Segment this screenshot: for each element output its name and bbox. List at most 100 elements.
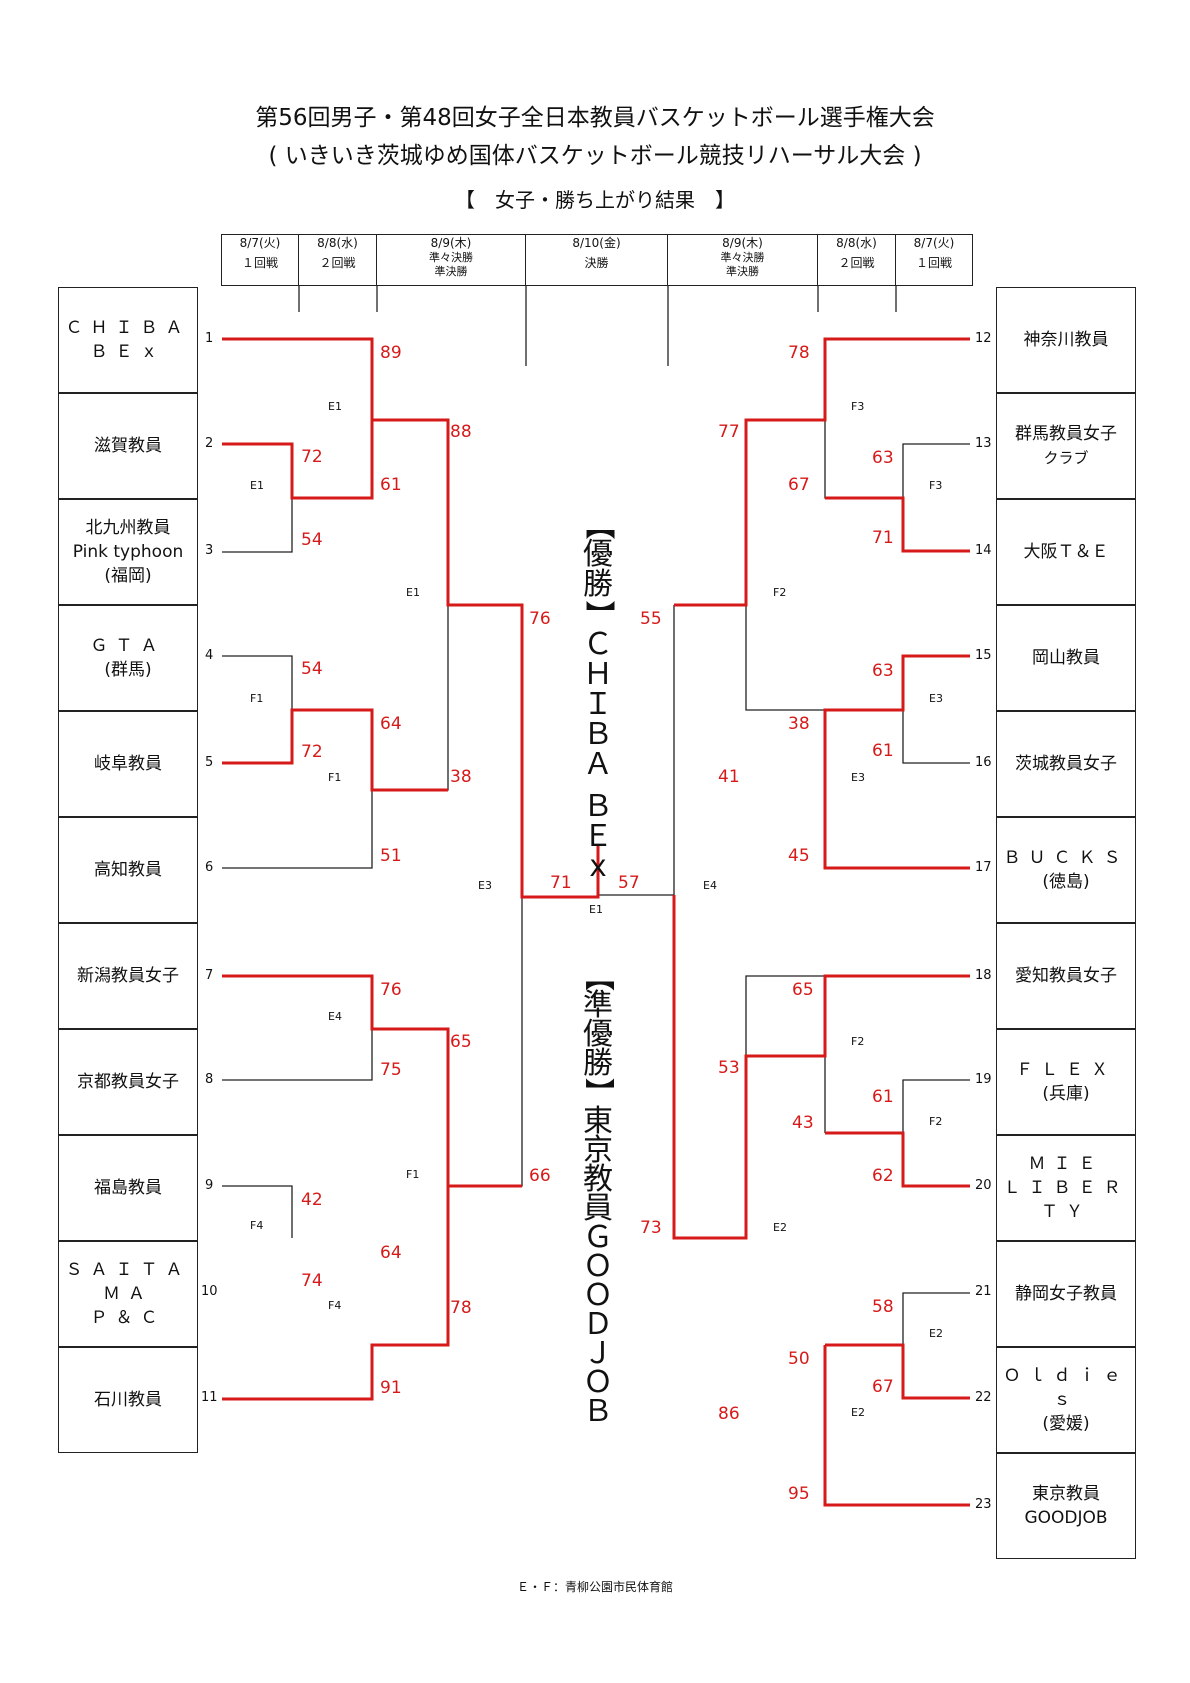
seed-number: 8: [205, 1072, 214, 1087]
seed-number: 6: [205, 860, 214, 875]
score: 54: [301, 530, 323, 550]
score: 61: [872, 1087, 894, 1107]
vertical-char: Ｈ: [583, 657, 613, 692]
seed-number: 5: [205, 755, 214, 770]
vertical-char: Ｄ: [583, 1307, 613, 1342]
score: 91: [380, 1378, 402, 1398]
score: 58: [872, 1297, 894, 1317]
vertical-char: Ｏ: [583, 1278, 613, 1313]
score: 66: [529, 1166, 551, 1186]
vertical-char: 優: [583, 537, 613, 572]
score: 65: [450, 1032, 472, 1052]
seed-number: 11: [201, 1390, 218, 1405]
seed-number: 4: [205, 648, 214, 663]
score: 41: [718, 767, 740, 787]
score: 61: [872, 741, 894, 761]
score: 71: [872, 528, 894, 548]
court-label: E1: [328, 400, 342, 413]
seed-number: 2: [205, 436, 214, 451]
vertical-char: Ｅ: [583, 819, 613, 854]
vertical-char: Ｉ: [583, 687, 613, 722]
vertical-char: 【: [581, 510, 616, 540]
score: 54: [301, 659, 323, 679]
seed-number: 1: [205, 331, 214, 346]
score: 38: [788, 714, 810, 734]
team-box-7: 新潟教員女子: [58, 923, 198, 1029]
team-box-13: 群馬教員女子クラブ: [996, 393, 1136, 499]
seed-number: 10: [201, 1284, 218, 1299]
team-box-16: 茨城教員女子: [996, 711, 1136, 817]
team-box-4: ＧＴＡ(群馬): [58, 605, 198, 711]
seed-number: 14: [975, 543, 992, 558]
score: 65: [792, 980, 814, 1000]
vertical-char: 】: [581, 600, 616, 630]
seed-number: 17: [975, 860, 992, 875]
score: 86: [718, 1404, 740, 1424]
seed-number: 22: [975, 1390, 992, 1405]
score: 77: [718, 422, 740, 442]
court-label: F1: [328, 771, 342, 784]
vertical-char: Ｊ: [583, 1336, 613, 1371]
round-header-l2: 8/8(水)２回戦: [298, 234, 377, 286]
vertical-char: 】: [580, 1077, 616, 1108]
round-header-r2: 8/8(水)２回戦: [817, 234, 896, 286]
court-label: F2: [929, 1115, 943, 1128]
score: 53: [718, 1058, 740, 1078]
court-label: E4: [703, 879, 717, 892]
vertical-char: 勝: [583, 567, 613, 602]
score: 45: [788, 846, 810, 866]
court-label: F1: [250, 692, 264, 705]
round-header-r1: 8/7(火)１回戦: [895, 234, 973, 286]
score: 42: [301, 1190, 323, 1210]
seed-number: 12: [975, 331, 992, 346]
round-header-r3: 8/9(木)準々決勝準決勝: [667, 234, 818, 286]
score: 72: [301, 447, 323, 467]
score: 57: [618, 873, 640, 893]
team-box-18: 愛知教員女子: [996, 923, 1136, 1029]
score: 43: [792, 1113, 814, 1133]
score: 88: [450, 422, 472, 442]
team-box-19: ＦＬＥＸ(兵庫): [996, 1029, 1136, 1135]
score: 73: [640, 1218, 662, 1238]
vertical-char: Ｃ: [583, 627, 613, 662]
score: 64: [380, 714, 402, 734]
team-box-21: 静岡女子教員: [996, 1241, 1136, 1347]
court-label: F1: [406, 1168, 420, 1181]
court-label: E1: [589, 903, 603, 916]
seed-number: 23: [975, 1497, 992, 1512]
score: 55: [640, 609, 662, 629]
seed-number: 3: [205, 543, 214, 558]
court-label: E3: [929, 692, 943, 705]
vertical-char: Ｇ: [583, 1220, 613, 1255]
score: 78: [450, 1298, 472, 1318]
vertical-char: 東: [583, 1104, 613, 1139]
court-label: F3: [851, 400, 865, 413]
court-label: E3: [851, 771, 865, 784]
title-line-2: ( いきいき茨城ゆめ国体バスケットボール競技リハーサル大会 ): [268, 143, 922, 169]
seed-number: 13: [975, 436, 992, 451]
court-label: E4: [328, 1010, 342, 1023]
court-label: F4: [250, 1219, 264, 1232]
seed-number: 15: [975, 648, 992, 663]
score: 38: [450, 767, 472, 787]
team-box-22: Ｏｌｄｉｅｓ(愛媛): [996, 1347, 1136, 1453]
score: 64: [380, 1243, 402, 1263]
score: 75: [380, 1060, 402, 1080]
court-label: E2: [773, 1221, 787, 1234]
score: 50: [788, 1349, 810, 1369]
round-header-final: 8/10(金)決勝: [525, 234, 668, 286]
score: 61: [380, 475, 402, 495]
team-box-8: 京都教員女子: [58, 1029, 198, 1135]
score: 76: [380, 980, 402, 1000]
vertical-char: 員: [583, 1191, 613, 1226]
score: 51: [380, 846, 402, 866]
court-label: F2: [851, 1035, 865, 1048]
score: 89: [380, 343, 402, 363]
